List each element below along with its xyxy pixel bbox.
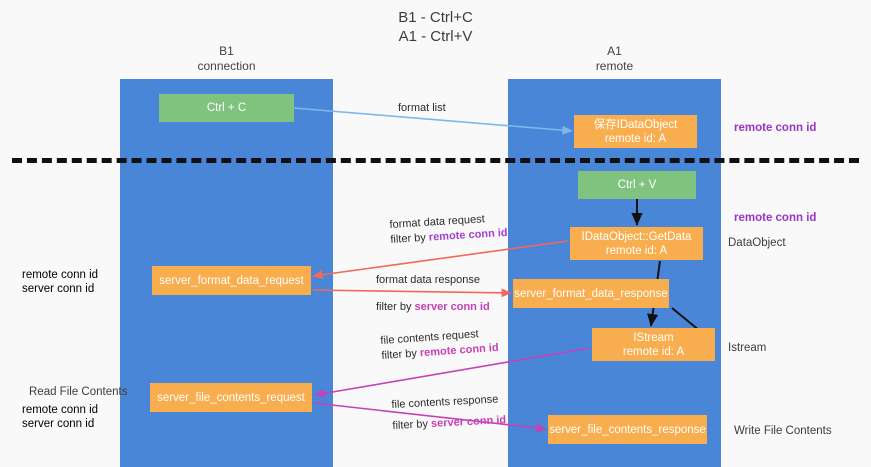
edge-label-fcreq-keyword: remote conn id bbox=[419, 341, 499, 360]
edge-label-fcreq-prefix: filter by bbox=[381, 347, 421, 362]
node-ctrl-c[interactable]: Ctrl + C bbox=[159, 94, 294, 122]
node-getdata-line2: remote id: A bbox=[605, 244, 668, 257]
annotation-remote-conn-id-top: remote conn id bbox=[734, 122, 817, 134]
annotation-left-server-conn-id-low: server conn id bbox=[22, 418, 95, 430]
node-getdata[interactable]: IDataObject::GetData remote id: A bbox=[570, 227, 703, 260]
node-server-file-contents-request-label: server_file_contents_request bbox=[157, 391, 305, 404]
edge-label-format-data-response-line1: format data response bbox=[376, 274, 480, 286]
lane-a1-name: A1 bbox=[607, 44, 622, 58]
node-istream-line2: remote id: A bbox=[622, 345, 685, 358]
node-server-format-data-response[interactable]: server_format_data_response bbox=[513, 279, 669, 308]
page-title: B1 - Ctrl+C A1 - Ctrl+V bbox=[0, 8, 871, 46]
edge-label-file-contents-response-line2: filter by server conn id bbox=[392, 413, 506, 434]
title-line-1: B1 - Ctrl+C bbox=[398, 9, 473, 26]
node-server-file-contents-response[interactable]: server_file_contents_response bbox=[548, 415, 707, 444]
edge-label-fdreq-keyword: remote conn id bbox=[428, 226, 508, 244]
annotation-remote-conn-id-mid: remote conn id bbox=[734, 212, 817, 224]
lane-b1-role: connection bbox=[197, 59, 256, 73]
edge-label-format-data-response-line2: filter by server conn id bbox=[376, 300, 490, 315]
edge-label-fdresp-keyword: server conn id bbox=[414, 301, 490, 313]
node-save-idataobject-line2: remote id: A bbox=[604, 132, 667, 145]
node-server-format-data-request[interactable]: server_format_data_request bbox=[152, 266, 311, 295]
lane-b1-name: B1 bbox=[219, 44, 234, 58]
edge-label-format-list: format list bbox=[398, 101, 446, 116]
edge-label-fdreq-prefix: filter by bbox=[390, 231, 430, 246]
lane-header-a1: A1 remote bbox=[508, 44, 721, 74]
annotation-istream: Istream bbox=[728, 342, 767, 354]
annotation-dataobject: DataObject bbox=[728, 237, 786, 249]
node-server-format-data-request-label: server_format_data_request bbox=[159, 274, 304, 287]
node-ctrl-v-label: Ctrl + V bbox=[617, 179, 657, 191]
node-server-file-contents-response-label: server_file_contents_response bbox=[549, 423, 706, 436]
annotation-left-conn-ids-low: remote conn id server conn id bbox=[22, 403, 98, 431]
edge-label-format-data-response: format data response filter by server co… bbox=[376, 273, 490, 315]
lane-a1-role: remote bbox=[595, 59, 634, 73]
edge-label-file-contents-request: file contents request filter by remote c… bbox=[380, 326, 499, 364]
node-server-format-data-response-label: server_format_data_response bbox=[514, 287, 668, 300]
annotation-write-file-contents: Write File Contents bbox=[734, 425, 832, 437]
edge-label-format-data-request: format data request filter by remote con… bbox=[389, 211, 508, 248]
node-istream-line1: IStream bbox=[633, 331, 674, 344]
edge-label-file-contents-response: file contents response filter by server … bbox=[391, 392, 506, 434]
annotation-left-conn-ids-mid: remote conn id server conn id bbox=[22, 268, 98, 296]
node-save-idataobject-line1: 保存IDataObject bbox=[593, 118, 678, 131]
phase-divider bbox=[12, 158, 859, 163]
node-istream[interactable]: IStream remote id: A bbox=[592, 328, 715, 361]
edge-label-format-list-text: format list bbox=[398, 102, 446, 114]
annotation-left-remote-conn-id-mid: remote conn id bbox=[22, 269, 99, 281]
node-getdata-line1: IDataObject::GetData bbox=[581, 230, 692, 243]
title-line-2: A1 - Ctrl+V bbox=[398, 28, 473, 45]
edge-label-fdresp-prefix: filter by bbox=[376, 301, 415, 313]
edge-label-fcresp-keyword: server conn id bbox=[430, 414, 507, 430]
node-ctrl-c-label: Ctrl + C bbox=[206, 102, 247, 114]
edge-label-file-contents-response-line1: file contents response bbox=[391, 393, 499, 412]
lane-header-b1: B1 connection bbox=[120, 44, 333, 74]
node-save-idataobject[interactable]: 保存IDataObject remote id: A bbox=[574, 115, 697, 148]
node-ctrl-v[interactable]: Ctrl + V bbox=[578, 171, 696, 199]
annotation-left-remote-conn-id-low: remote conn id bbox=[22, 404, 99, 416]
annotation-left-server-conn-id-mid: server conn id bbox=[22, 283, 95, 295]
annotation-read-file-contents: Read File Contents bbox=[29, 386, 128, 398]
node-server-file-contents-request[interactable]: server_file_contents_request bbox=[150, 383, 312, 412]
edge-label-fcresp-prefix: filter by bbox=[392, 417, 432, 432]
